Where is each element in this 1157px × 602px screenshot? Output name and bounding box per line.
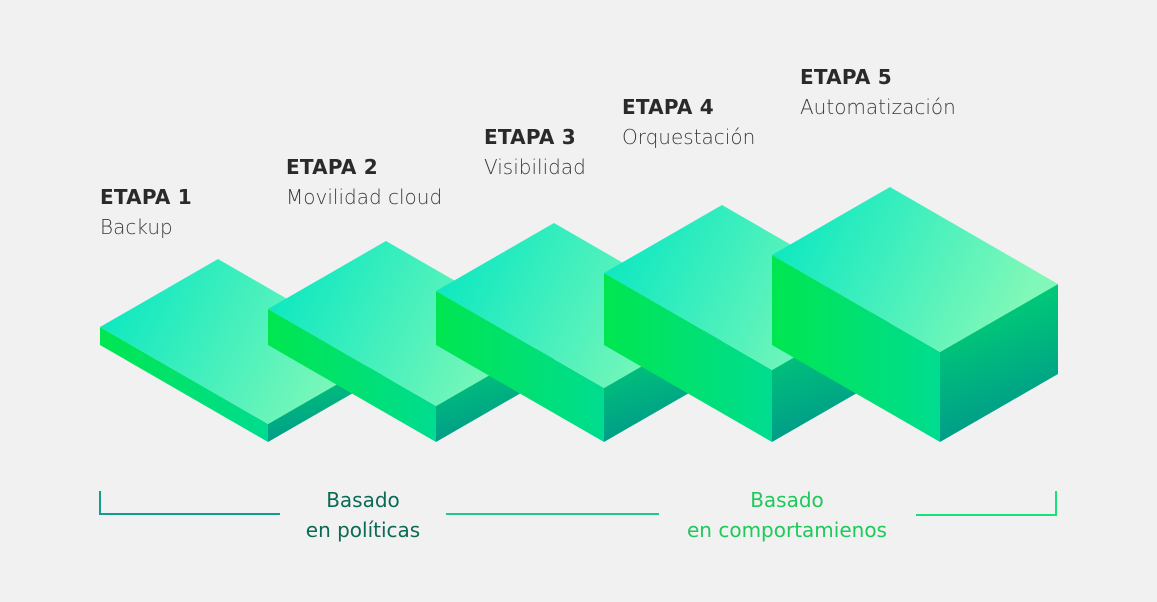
bracket-right-tick — [1055, 491, 1057, 516]
stage-title: ETAPA 1 — [100, 185, 192, 209]
bracket-left-line — [99, 513, 280, 515]
block-right-face — [940, 284, 1058, 442]
bracket-middle-line — [446, 513, 659, 515]
block-top-face — [100, 259, 386, 424]
block-left-face — [268, 309, 436, 442]
category-line2: en políticas — [305, 518, 421, 542]
category-line2: en comportamienos — [687, 518, 887, 542]
block-left-face — [772, 255, 940, 442]
stage-2-label: ETAPA 2 Movilidad cloud — [286, 152, 442, 212]
stage-4-label: ETAPA 4 Orquestación — [622, 92, 755, 152]
category-policy-based: Basado en políticas — [283, 485, 443, 545]
stage-title: ETAPA 3 — [484, 125, 576, 149]
block-top-face — [772, 187, 1058, 352]
stage-block-5 — [772, 187, 1058, 442]
block-left-face — [436, 291, 604, 442]
stage-5-label: ETAPA 5 Automatización — [800, 62, 956, 122]
stage-subtitle: Visibilidad — [484, 155, 586, 179]
category-line1: Basado — [326, 488, 400, 512]
category-behavior-based: Basado en comportamienos — [667, 485, 907, 545]
stage-title: ETAPA 4 — [622, 95, 714, 119]
bracket-right-line — [916, 514, 1057, 516]
stage-subtitle: Automatización — [800, 95, 956, 119]
stage-subtitle: Movilidad cloud — [286, 185, 443, 209]
stage-title: ETAPA 5 — [800, 65, 892, 89]
stage-subtitle: Orquestación — [622, 125, 756, 149]
bracket-left-tick — [99, 491, 101, 515]
category-line1: Basado — [750, 488, 824, 512]
stage-subtitle: Backup — [100, 215, 173, 239]
block-left-face — [100, 327, 268, 442]
stage-title: ETAPA 2 — [286, 155, 378, 179]
stage-3-label: ETAPA 3 Visibilidad — [484, 122, 586, 182]
block-left-face — [604, 273, 772, 442]
stage-1-label: ETAPA 1 Backup — [100, 182, 192, 242]
